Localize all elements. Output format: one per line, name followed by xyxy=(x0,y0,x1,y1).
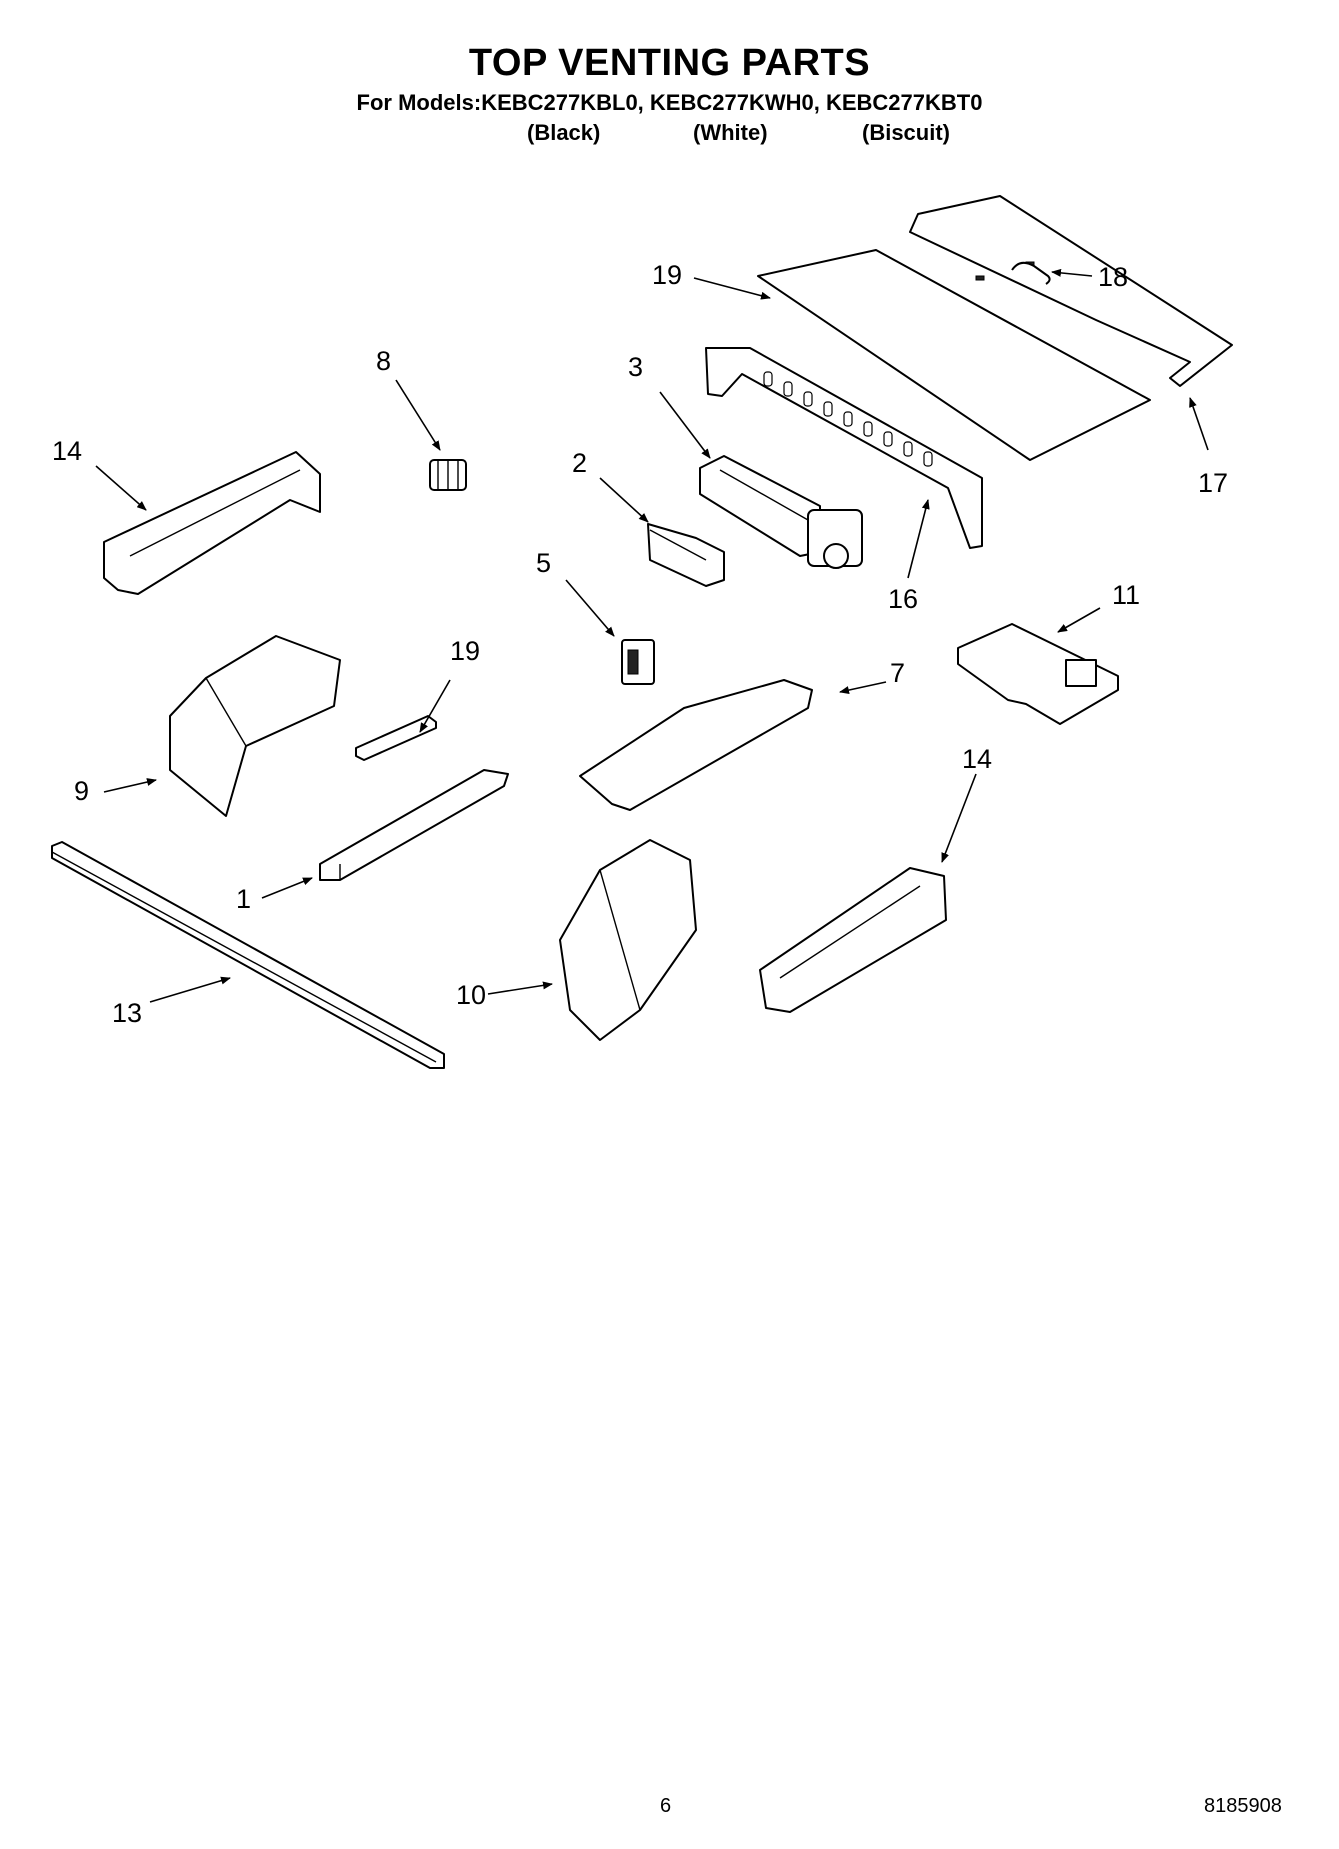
part-19-connector xyxy=(355,715,437,761)
part-5-switch xyxy=(621,639,655,685)
leader-lines xyxy=(95,268,1209,1003)
part-1-bar xyxy=(319,769,509,881)
variant-black: (Black) xyxy=(527,120,601,145)
callout-18: 19 xyxy=(652,260,682,290)
part-15-vent-channel xyxy=(705,347,983,549)
part-7-base-plate xyxy=(579,679,813,811)
document-number: 8185908 xyxy=(1204,1795,1282,1817)
exploded-parts-diagram: 19 18 17 3 16 11 8 14 2 5 7 19 9 1 13 10… xyxy=(51,195,1233,1069)
page-number: 6 xyxy=(660,1795,672,1817)
models-line: For Models:KEBC277KBL0, KEBC277KWH0, KEB… xyxy=(356,90,983,115)
callout-17: 18 xyxy=(1098,262,1128,292)
part-17-clip xyxy=(1011,261,1051,285)
callout-2: 2 xyxy=(572,448,587,478)
callout-16: 17 xyxy=(1198,468,1228,498)
callout-19: 19 xyxy=(450,636,480,666)
part-16-top-panel xyxy=(909,195,1233,387)
callout-15: 16 xyxy=(888,584,918,614)
callout-13: 13 xyxy=(112,998,142,1028)
callout-7: 7 xyxy=(890,658,905,688)
callout-8: 8 xyxy=(376,346,391,376)
part-11-plate xyxy=(957,623,1119,725)
part-8-transformer xyxy=(429,459,467,491)
part-10-duct xyxy=(559,839,697,1041)
variant-biscuit: (Biscuit) xyxy=(862,120,950,145)
callout-14-lower: 14 xyxy=(962,744,992,774)
callout-14-upper: 14 xyxy=(52,436,82,466)
callout-3: 3 xyxy=(628,352,643,382)
variant-white: (White) xyxy=(693,120,768,145)
page-title: TOP VENTING PARTS xyxy=(468,42,871,84)
part-13-long-rail xyxy=(51,841,445,1069)
callout-11: 11 xyxy=(1112,580,1140,610)
part-9-shroud xyxy=(169,635,341,817)
part-14-bracket-right xyxy=(759,867,947,1013)
part-2-block xyxy=(647,523,725,587)
part-3-motor-assembly xyxy=(699,455,863,569)
callout-5: 5 xyxy=(536,548,551,578)
callout-9: 9 xyxy=(74,776,89,806)
callout-1: 1 xyxy=(236,884,251,914)
callout-10: 10 xyxy=(456,980,486,1010)
part-14-bracket-left xyxy=(103,451,321,595)
